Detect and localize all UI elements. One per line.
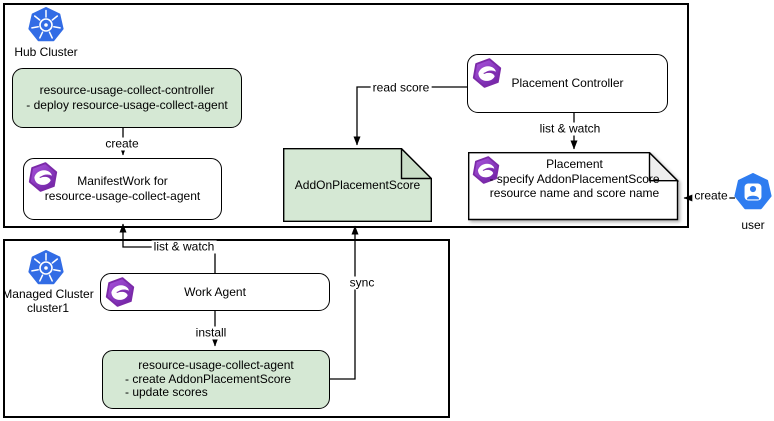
addonplacementscore-label: AddOnPlacementScore (294, 177, 421, 192)
agent-line2: - create AddonPlacementScore (125, 371, 292, 386)
managed-cluster-label: Managed Cluster (2, 287, 94, 301)
note-shape (283, 147, 433, 222)
kubernetes-icon (28, 250, 64, 285)
managed-cluster-name: cluster1 (26, 301, 70, 315)
managed-cluster-boundary (3, 239, 450, 418)
edge-label-list-watch-manifestwork: list & watch (151, 239, 217, 254)
edge-label-read-score: read score (370, 80, 432, 95)
placement-line2: - specify AddonPlacementScore (489, 171, 660, 186)
edge-label-sync: sync (347, 275, 377, 290)
kubernetes-icon (28, 7, 64, 42)
work-agent-node: Work Agent (100, 273, 330, 311)
user-label: user (741, 218, 765, 232)
agent-node: resource-usage-collect-agent - create Ad… (102, 350, 330, 409)
manifestwork-line2: resource-usage-collect-agent (44, 189, 201, 203)
controller-node: resource-usage-collect-controller - depl… (12, 68, 242, 128)
user-icon (734, 173, 772, 210)
edge-label-install: install (193, 325, 229, 340)
placement-line3: resource name and score name (489, 186, 660, 200)
note-fold (648, 151, 680, 182)
manifestwork-line1: ManifestWork for (77, 174, 168, 188)
hub-cluster-label: Hub Cluster (14, 45, 78, 59)
agent-line3: - update scores (125, 385, 208, 400)
addonplacementscore-note: AddOnPlacementScore (283, 147, 433, 222)
placement-note: Placement - specify AddonPlacementScore … (468, 151, 681, 223)
manifestwork-node: ManifestWork for resource-usage-collect-… (23, 158, 222, 220)
ocm-icon (472, 58, 502, 88)
edge-label-create-manifestwork: create (103, 136, 141, 151)
ocm-icon (105, 277, 135, 307)
placement-controller-label: Placement Controller (511, 76, 624, 90)
user: user (733, 173, 773, 232)
edge-label-list-watch-placement: list & watch (537, 121, 603, 136)
agent-line1: resource-usage-collect-agent (138, 358, 294, 373)
edge-label-create-placement: create (692, 188, 730, 203)
work-agent-label: Work Agent (184, 284, 246, 299)
placement-controller-node: Placement Controller (467, 54, 668, 113)
placement-line1: Placement (546, 157, 603, 171)
note-shape (468, 151, 680, 221)
controller-line2: - deploy resource-usage-collect-agent (26, 98, 228, 112)
ocm-icon (28, 162, 58, 192)
note-fold (400, 147, 433, 180)
controller-line1: resource-usage-collect-controller (39, 83, 215, 97)
ocm-icon (472, 156, 500, 184)
